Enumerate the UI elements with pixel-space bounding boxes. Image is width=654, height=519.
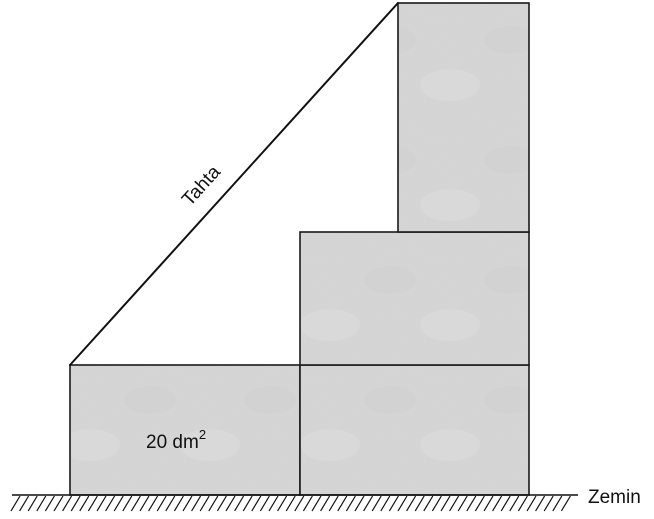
middle-block: [299, 231, 530, 366]
ground-hatch-mark: [259, 495, 270, 512]
ground-hatch-mark: [294, 495, 305, 512]
ground-hatch-mark: [44, 495, 55, 512]
ground-hatch-mark: [302, 495, 313, 512]
ground-hatch-mark: [509, 495, 520, 512]
ground-hatch-mark: [363, 495, 374, 512]
ground-hatch-mark: [139, 495, 150, 512]
ground-hatch-mark: [517, 495, 528, 512]
ground-hatch-mark: [53, 495, 64, 512]
ground-hatch-mark: [535, 495, 546, 512]
ground-hatch-mark: [113, 495, 124, 512]
ground-hatch-mark: [96, 495, 107, 512]
ground-hatch-mark: [285, 495, 296, 512]
ground-hatch-mark: [371, 495, 382, 512]
ground-hatch-mark: [474, 495, 485, 512]
ground-hatching: [10, 495, 571, 512]
ground-hatch-mark: [130, 495, 141, 512]
ground-hatch-mark: [449, 495, 460, 512]
ground-hatch-mark: [440, 495, 451, 512]
ground-hatch-mark: [423, 495, 434, 512]
ground-hatch-mark: [234, 495, 245, 512]
ground-hatch-mark: [526, 495, 537, 512]
ground-hatch-mark: [337, 495, 348, 512]
ground-hatch-mark: [397, 495, 408, 512]
top-block: [397, 2, 530, 233]
ground-hatch-mark: [148, 495, 159, 512]
ground-hatch-mark: [79, 495, 90, 512]
ground-hatch-mark: [388, 495, 399, 512]
bottom-right-block: [299, 364, 530, 496]
ground-hatch-mark: [320, 495, 331, 512]
ground-hatch-mark: [10, 495, 21, 512]
area-exponent: 2: [199, 427, 206, 442]
ground-hatch-mark: [191, 495, 202, 512]
plank-line: [69, 2, 399, 366]
bottom-left-block: [69, 364, 301, 496]
ground-hatch-mark: [19, 495, 30, 512]
ground-hatch-mark: [406, 495, 417, 512]
ground-hatch-mark: [466, 495, 477, 512]
ground-hatch-mark: [268, 495, 279, 512]
ground-hatch-mark: [492, 495, 503, 512]
ground-hatch-mark: [208, 495, 219, 512]
area-value: 20 dm: [146, 432, 199, 453]
ground-hatch-mark: [483, 495, 494, 512]
ground-hatch-mark: [242, 495, 253, 512]
ground-hatch-mark: [328, 495, 339, 512]
ground-hatch-mark: [36, 495, 47, 512]
ground-hatch-mark: [552, 495, 563, 512]
ground-hatch-mark: [431, 495, 442, 512]
ground-hatch-mark: [345, 495, 356, 512]
ground-hatch-mark: [182, 495, 193, 512]
ground-hatch-mark: [87, 495, 98, 512]
ground-hatch-mark: [156, 495, 167, 512]
ground-hatch-mark: [216, 495, 227, 512]
ground-hatch-mark: [225, 495, 236, 512]
ground-hatch-mark: [311, 495, 322, 512]
ground-hatch-mark: [62, 495, 73, 512]
ground-hatch-mark: [199, 495, 210, 512]
plank-label: Tahta: [178, 161, 225, 210]
ground-hatch-mark: [122, 495, 133, 512]
ground-hatch-mark: [543, 495, 554, 512]
ground-hatch-mark: [500, 495, 511, 512]
ground-label: Zemin: [588, 487, 641, 508]
ground-hatch-mark: [173, 495, 184, 512]
ground-hatch-mark: [457, 495, 468, 512]
block-area-label: 20 dm2: [146, 427, 206, 453]
ground-hatch-mark: [165, 495, 176, 512]
ground-hatch-mark: [380, 495, 391, 512]
ground-hatch-mark: [277, 495, 288, 512]
ground-hatch-mark: [354, 495, 365, 512]
ground-hatch-mark: [251, 495, 262, 512]
ground-hatch-mark: [27, 495, 38, 512]
ground-hatch-mark: [70, 495, 81, 512]
ground-hatch-mark: [414, 495, 425, 512]
ground-hatch-mark: [560, 495, 571, 512]
ground-hatch-mark: [105, 495, 116, 512]
